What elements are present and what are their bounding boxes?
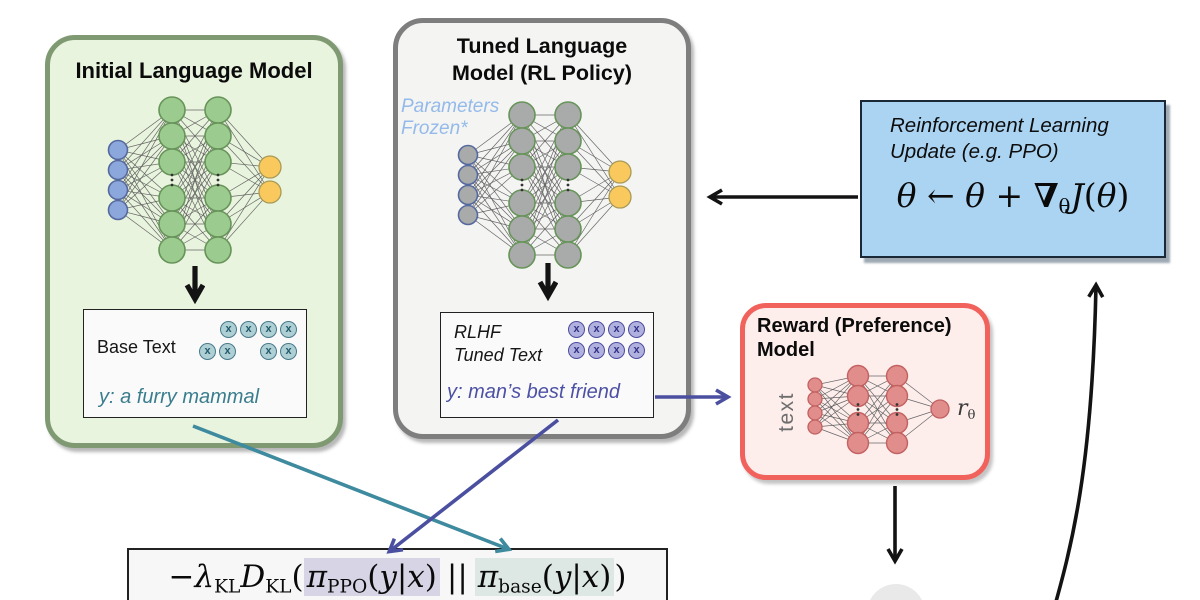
theta-symbol: θ <box>896 176 917 215</box>
pi-symbol: π <box>477 559 499 595</box>
y-given-x-arg: y|x <box>379 559 425 595</box>
plus-symbol: + <box>985 176 1034 215</box>
nabla-symbol: ∇ <box>1033 176 1059 215</box>
paren-open: ( <box>367 559 380 595</box>
base-subscript: base <box>498 576 542 598</box>
token-x-icon: x <box>568 342 585 359</box>
tuned-model-title-line2: Model (RL Policy) <box>452 60 632 85</box>
tuned-model-title: Tuned Language Model (RL Policy) <box>398 33 686 86</box>
tuned-language-model-box: Tuned Language Model (RL Policy) Paramet… <box>393 18 691 439</box>
paren-close: ) <box>614 559 627 595</box>
rl-update-title-line1: Reinforcement Learning <box>890 114 1109 137</box>
reward-model-box: Reward (Preference) Model text rθ <box>740 303 990 480</box>
token-x-icon: x <box>199 343 216 360</box>
token-x-icon: x <box>608 321 625 338</box>
paren-open: ( <box>1083 176 1097 215</box>
rl-update-title-line2: Update (e.g. PPO) <box>890 140 1059 164</box>
double-bar-symbol: || <box>446 559 468 595</box>
arrow-curved-to-rl-update <box>1054 281 1105 600</box>
initial-model-title: Initial Language Model <box>75 58 313 83</box>
paren-close: ) <box>424 559 437 595</box>
token-x-icon: x <box>628 342 645 359</box>
token-x-icon: x <box>219 343 236 360</box>
token-x-icon: x <box>608 342 625 359</box>
kl-penalty-box: −λKLDKL(πPPO(y|x)||πbase(y|x)) <box>127 548 668 600</box>
parameters-frozen-note: Parameters Frozen* <box>401 96 499 141</box>
token-x-icon: x <box>628 321 645 338</box>
rl-update-title: Reinforcement Learning Update (e.g. PPO) <box>890 113 1109 165</box>
base-text-sample: y: a furry mammal <box>99 386 260 408</box>
rl-update-formula: θ ← θ + ∇θJ(θ) <box>862 176 1164 218</box>
pi-symbol: π <box>306 559 327 595</box>
reward-model-network-icon <box>807 364 950 455</box>
base-text-label: Base Text <box>97 337 176 357</box>
frozen-note-line1: Parameters <box>401 96 500 117</box>
token-x-icon: x <box>280 343 297 360</box>
divergence-symbol: D <box>240 559 266 595</box>
paren-open: ( <box>541 559 554 595</box>
token-x-icon: x <box>588 342 605 359</box>
paren-close: ) <box>599 559 612 595</box>
paren-open: ( <box>291 559 304 595</box>
reward-symbol: r <box>957 396 968 421</box>
reward-model-title-line2: Model <box>757 339 815 362</box>
theta-symbol: θ <box>965 176 986 215</box>
ppo-subscript: PPO <box>326 576 368 598</box>
ppo-policy-term: πPPO(y|x) <box>303 558 440 598</box>
frozen-note-line2: Frozen* <box>401 118 468 140</box>
base-policy-term: πbase(y|x) <box>474 558 615 598</box>
clipped-node-circle <box>867 584 925 600</box>
reward-subscript: θ <box>967 407 976 423</box>
tuned-text-label: Tuned Text <box>454 345 543 365</box>
left-arrow-symbol: ← <box>916 176 966 215</box>
y-given-x-arg: y|x <box>553 559 600 595</box>
token-x-icon: x <box>240 321 257 338</box>
token-x-icon: x <box>568 321 585 338</box>
token-x-icon: x <box>220 321 237 338</box>
token-x-icon: x <box>260 321 277 338</box>
token-x-icon: x <box>280 321 297 338</box>
tuned-text-sample: y: man’s best friend <box>447 381 621 403</box>
kl-penalty-formula: −λKLDKL(πPPO(y|x)||πbase(y|x)) <box>129 558 666 598</box>
initial-model-network-icon <box>107 96 282 264</box>
lambda-subscript: KL <box>214 576 241 598</box>
token-x-icon: x <box>260 343 277 360</box>
rlhf-label: RLHF <box>454 322 502 342</box>
reward-model-title: Reward (Preference) Model <box>757 314 952 363</box>
tuned-model-title-line1: Tuned Language <box>456 34 628 58</box>
lambda-symbol: −λ <box>168 559 215 595</box>
reward-model-title-line1: Reward (Preference) <box>757 315 952 337</box>
tuned-model-network-icon <box>457 101 632 269</box>
arrow-tuned-text-to-kl-ppo-term <box>386 418 560 554</box>
theta-symbol: θ <box>1096 176 1117 215</box>
paren-close: ) <box>1116 176 1130 215</box>
divergence-subscript: KL <box>265 576 292 598</box>
objective-symbol: J <box>1070 176 1084 215</box>
nabla-subscript: θ <box>1058 194 1071 218</box>
token-x-icon: x <box>588 321 605 338</box>
rl-update-box: Reinforcement Learning Update (e.g. PPO)… <box>860 100 1166 258</box>
reward-output-label: rθ <box>957 396 975 423</box>
